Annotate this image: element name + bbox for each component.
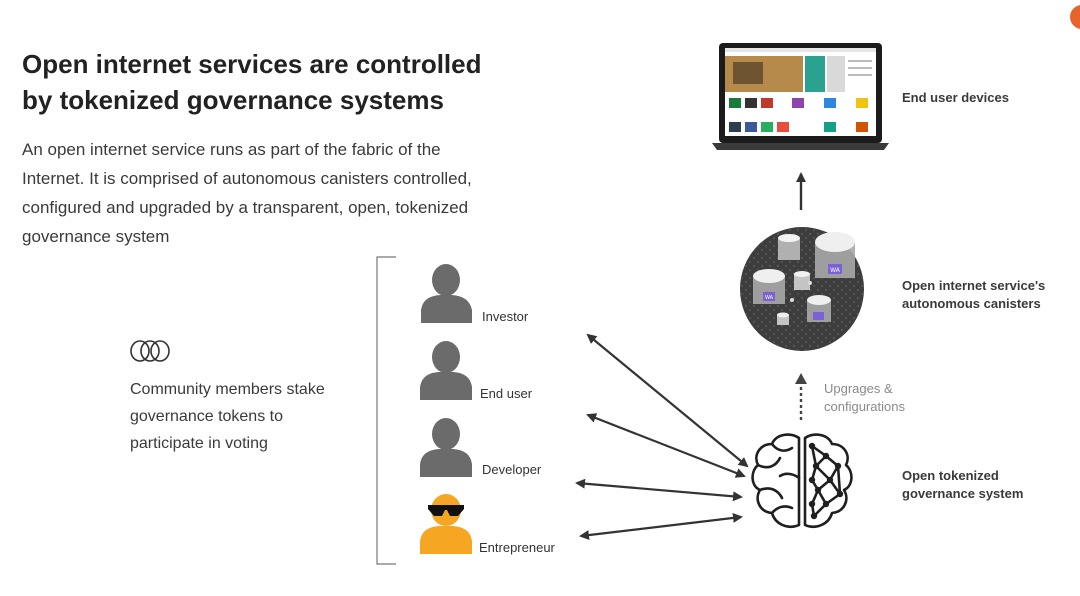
canister-icon: WA: [753, 269, 785, 304]
community-line: Community members stake: [130, 381, 325, 398]
community-description: Community members stake governance token…: [130, 376, 380, 457]
group-bracket: [376, 256, 396, 565]
canisters-sphere: WA WA: [740, 227, 864, 351]
upgrades-label-line: configurations: [824, 399, 905, 414]
brain-network-nodes: [808, 442, 844, 520]
token-rings-icon: [130, 340, 170, 362]
description-line: An open internet service runs as part of…: [22, 140, 441, 159]
canister-icon: [807, 295, 831, 322]
canister-icon: [794, 271, 810, 290]
person-icon: [421, 264, 472, 323]
developer-arrow: [575, 478, 743, 502]
description-line: configured and upgraded by a transparent…: [22, 198, 469, 217]
canisters-label: Open internet service's autonomous canis…: [902, 277, 1045, 313]
canister-icon: [777, 312, 789, 325]
canister-badge: WA: [765, 295, 774, 301]
canister-badge: WA: [830, 267, 841, 274]
person-icon: [420, 341, 472, 400]
description-line: Internet. It is comprised of autonomous …: [22, 169, 472, 188]
canister-icon: WA: [815, 232, 855, 278]
upgrades-arrowhead: [795, 373, 807, 384]
entrepreneur-arrow: [579, 512, 743, 541]
title-line: Open internet services are controlled: [22, 49, 482, 79]
canisters-label-line: Open internet service's: [902, 278, 1046, 293]
title-line: by tokenized governance systems: [22, 85, 444, 115]
community-line: governance tokens to: [130, 408, 283, 425]
governance-label: Open tokenized governance system: [902, 467, 1023, 503]
participant-label-entrepreneur: Entrepreneur: [479, 540, 555, 555]
canisters-label-line: autonomous canisters: [902, 296, 1041, 311]
governance-label-line: Open tokenized: [902, 468, 999, 483]
governance-label-line: governance system: [902, 486, 1024, 501]
devices-label: End user devices: [902, 90, 1009, 105]
upgrades-label-line: Upgrages &: [824, 381, 893, 396]
participant-label-developer: Developer: [482, 462, 542, 477]
canister-icon: [778, 234, 800, 260]
slide-title: Open internet services are controlled by…: [22, 46, 542, 118]
description-paragraph: An open internet service runs as part of…: [22, 135, 542, 251]
description-line: governance system: [22, 227, 170, 246]
upgrades-label: Upgrages & configurations: [824, 380, 905, 416]
end-user-arrow: [586, 413, 746, 478]
corner-avatar[interactable]: [1070, 5, 1080, 29]
community-line: participate in voting: [130, 435, 268, 452]
laptop-device: [712, 43, 889, 150]
brain-icon: [751, 433, 853, 529]
person-sunglasses-icon: [420, 494, 472, 554]
participant-label-investor: Investor: [482, 309, 529, 324]
person-icon: [420, 418, 472, 477]
participant-label-end-user: End user: [480, 386, 533, 401]
